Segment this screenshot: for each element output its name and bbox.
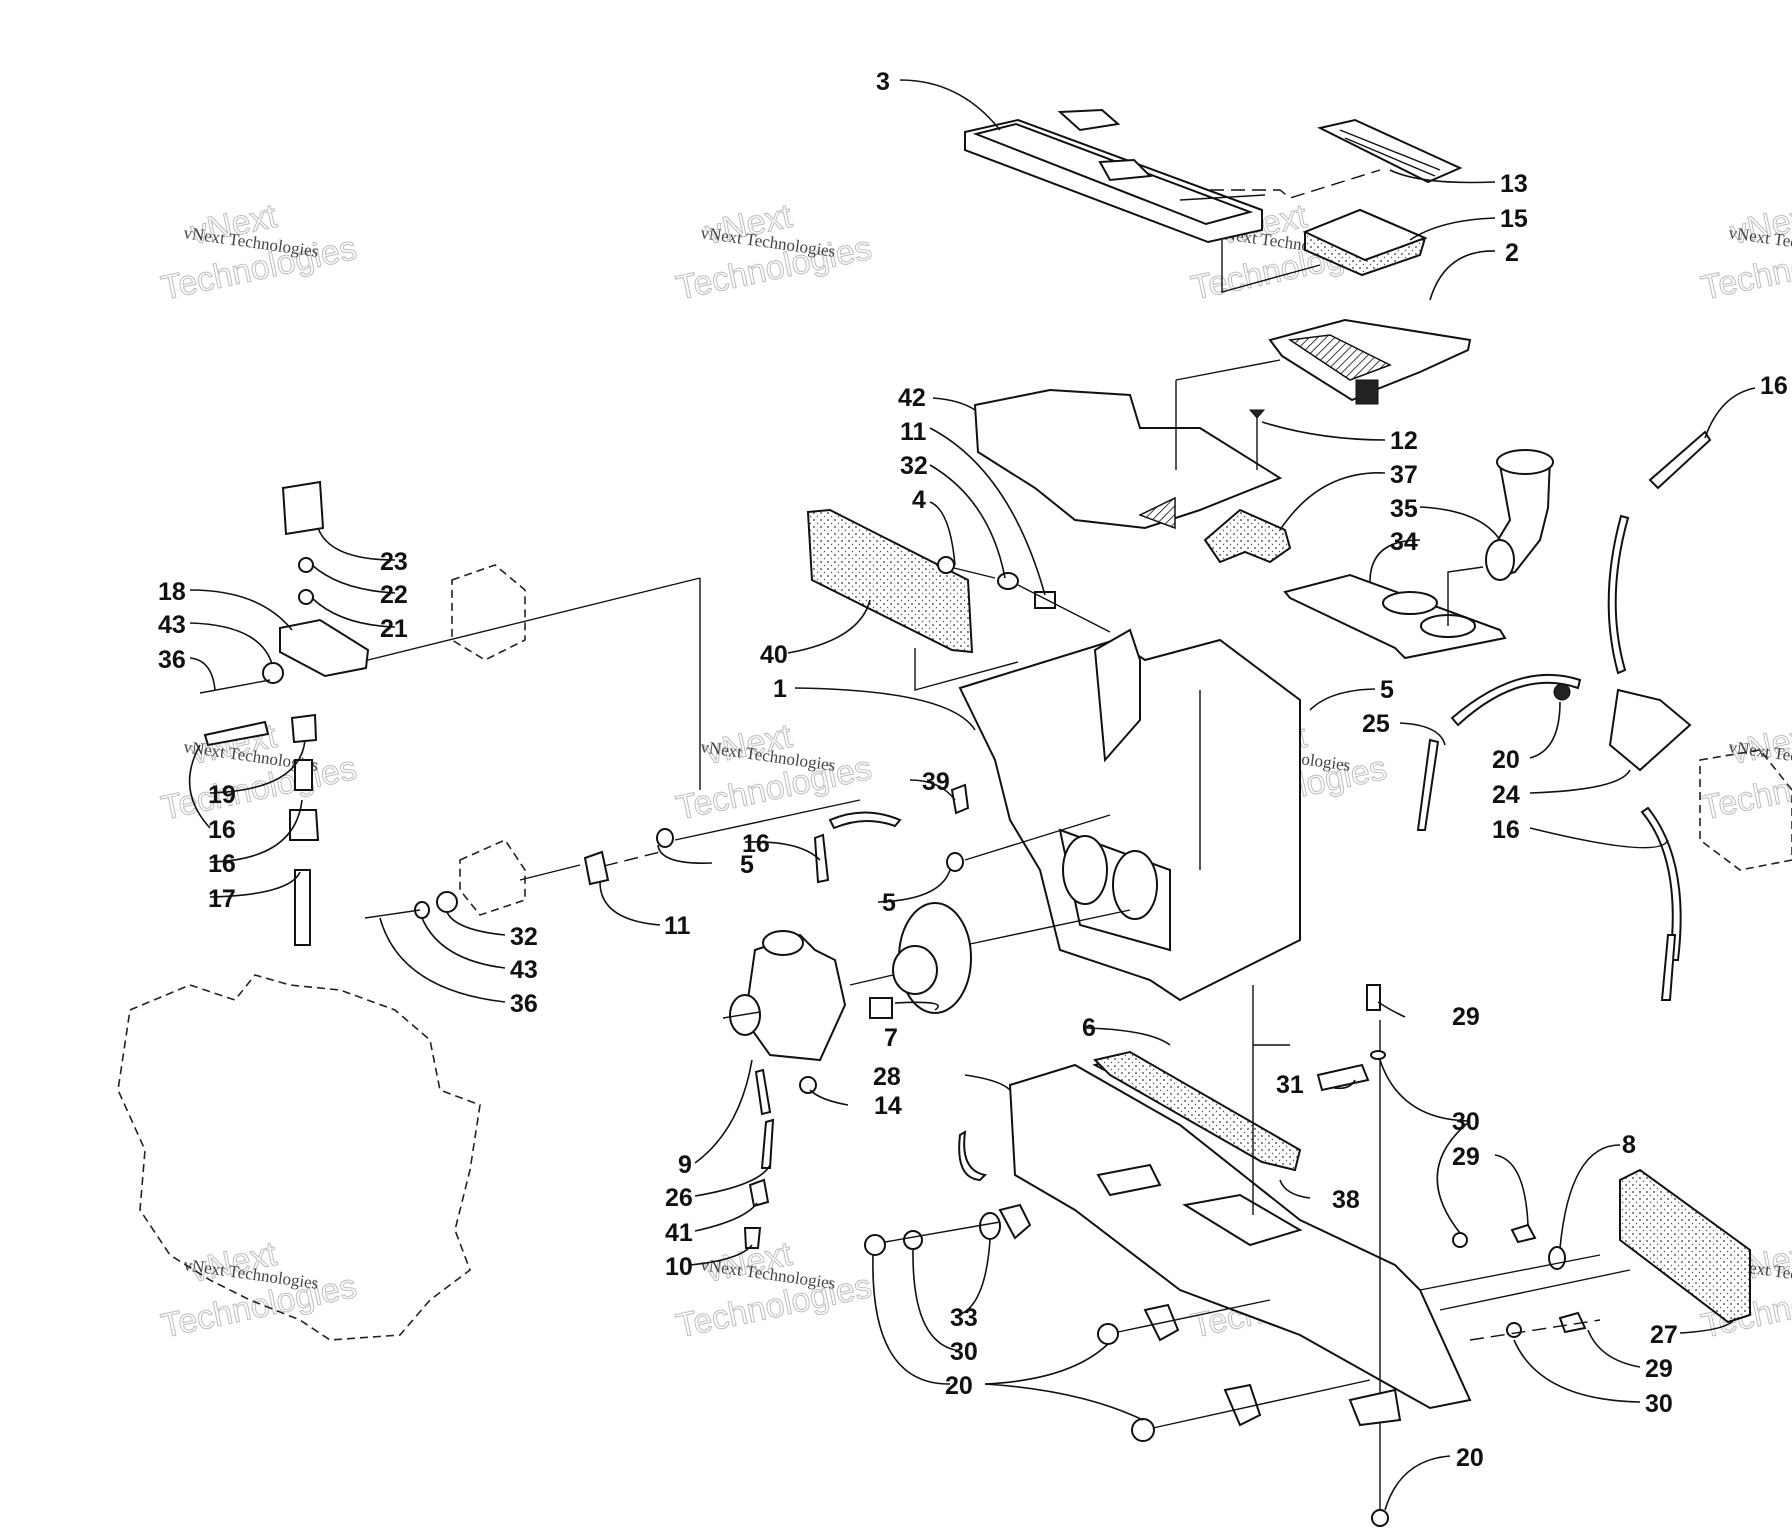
- callout-32: 32: [510, 923, 538, 951]
- callout-30: 30: [950, 1338, 978, 1366]
- callout-39: 39: [922, 768, 950, 796]
- callout-22: 22: [380, 581, 408, 609]
- callout-17: 16: [208, 850, 236, 878]
- callout-29: 29: [1645, 1355, 1673, 1383]
- part-silencer-base: [1008, 985, 1472, 1525]
- callout-19: 19: [208, 781, 236, 809]
- part-silencer-box: [958, 628, 1301, 1002]
- callout-10: 10: [665, 1253, 693, 1281]
- callout-36: 36: [510, 990, 538, 1018]
- callout-18: 18: [158, 578, 186, 606]
- callout-36: 36: [158, 646, 186, 674]
- callout-29: 29: [1452, 1003, 1480, 1031]
- part-bottom-hardware: [864, 1130, 1402, 1527]
- callout-3: 3: [876, 68, 890, 96]
- part-filter-panel: [1210, 118, 1463, 199]
- callout-labels: 3 13 15 2 16 42 12 11 37 32 35 4 34 23 2…: [158, 68, 1788, 1472]
- callout-43: 43: [510, 956, 538, 984]
- callout-25: 25: [1362, 710, 1390, 738]
- part-engine-outline: [117, 974, 481, 1341]
- callout-2: 2: [1505, 239, 1519, 267]
- part-foam-strip: [806, 508, 1019, 691]
- callout-30: 30: [1645, 1390, 1673, 1418]
- callout-32: 32: [900, 452, 928, 480]
- part-side-filter: [1316, 984, 1751, 1341]
- part-fuel-valve: [199, 480, 701, 946]
- callout-38: 38: [1332, 1186, 1360, 1214]
- part-fuel-pump-assembly: [1416, 430, 1792, 1001]
- part-foam-pad: [1203, 508, 1292, 564]
- callout-40: 40: [760, 641, 788, 669]
- callout-33: 33: [950, 1304, 978, 1332]
- callout-11: 11: [664, 912, 691, 940]
- callout-31: 31: [1276, 1071, 1304, 1099]
- callout-16: 16: [1760, 372, 1788, 400]
- callout-24: 24: [1492, 781, 1520, 809]
- part-gasket-plate: [1283, 566, 1507, 660]
- callout-16: 16: [208, 816, 236, 844]
- callout-21: 21: [380, 615, 408, 643]
- part-silencer-cover: [964, 108, 1266, 244]
- callout-28: 28: [873, 1063, 901, 1091]
- callout-34: 34: [1390, 528, 1418, 556]
- callout-27: 27: [1650, 1321, 1678, 1349]
- callout-5: 5: [1380, 676, 1394, 704]
- part-hoses-carb: [743, 811, 902, 1249]
- callout-41: 41: [665, 1219, 693, 1247]
- callout-5: 5: [882, 889, 896, 917]
- part-intake-box: [1268, 318, 1472, 405]
- part-carburetor: [722, 930, 894, 1062]
- part-boot-adaptor: [892, 902, 1131, 1014]
- callout-42: 42: [898, 384, 926, 412]
- callout-37: 37: [1390, 461, 1418, 489]
- callout-6: 6: [1082, 1014, 1096, 1042]
- watermark: vNext Technologies: [1697, 716, 1792, 828]
- part-screw: [1248, 409, 1266, 470]
- callout-16: 16: [1492, 816, 1520, 844]
- callout-13: 13: [1500, 170, 1528, 198]
- callout-14: 14: [874, 1092, 902, 1120]
- callout-8: 8: [1622, 1131, 1636, 1159]
- callout-16: 16: [742, 830, 770, 858]
- part-intake-elbow: [1485, 449, 1554, 581]
- callout-20: 20: [945, 1372, 973, 1400]
- part-clip: [950, 783, 970, 815]
- callout-35: 35: [1390, 495, 1418, 523]
- leader-lines: [188, 79, 1756, 1511]
- part-hardware-left: [364, 799, 1111, 919]
- callout-4: 4: [912, 486, 926, 514]
- callout-11: 11: [900, 418, 927, 446]
- callout-30: 30: [1452, 1108, 1480, 1136]
- callout-29: 29: [1452, 1143, 1480, 1171]
- callout-9: 9: [678, 1151, 692, 1179]
- callout-20: 20: [1492, 746, 1520, 774]
- callout-1: 1: [773, 675, 787, 703]
- callout-23: 23: [380, 548, 408, 576]
- part-foam-block: [1221, 208, 1428, 293]
- callout-16: 17: [208, 885, 236, 913]
- callout-15: 15: [1500, 205, 1528, 233]
- part-upper-tray: [973, 359, 1283, 530]
- part-hardware-upper: [937, 556, 1111, 633]
- callout-43: 43: [158, 611, 186, 639]
- callout-26: 26: [665, 1184, 693, 1212]
- callout-12: 12: [1390, 427, 1418, 455]
- callout-7: 7: [884, 1024, 898, 1052]
- callout-5: 5: [740, 851, 754, 879]
- callout-20: 20: [1456, 1444, 1484, 1472]
